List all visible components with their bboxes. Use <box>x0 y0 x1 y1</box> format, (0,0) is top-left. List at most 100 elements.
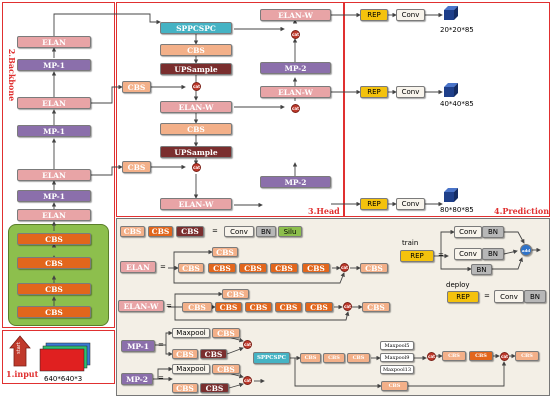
legend-deploy-bn: BN <box>524 290 546 303</box>
legend-train-add: add <box>520 244 532 256</box>
head-sppcspc: SPPCSPC <box>160 22 232 34</box>
legend-train-bn-1: BN <box>482 226 504 238</box>
legend-equals-7: = <box>484 292 490 300</box>
legend-elan-cbs-out: CBS <box>360 263 388 273</box>
backbone-elan-2: ELAN <box>17 169 91 181</box>
backbone-panel <box>2 2 115 328</box>
legend-spp-cat-2: cat <box>500 352 509 361</box>
legend-bn: BN <box>256 226 276 237</box>
legend-equals-3: = <box>166 302 172 310</box>
section-head-label: 3.Head <box>308 206 340 216</box>
legend-elanw-cbs-5: CBS <box>305 302 333 312</box>
legend-conv: Conv <box>224 226 254 237</box>
legend-mp2-cat: cat <box>243 376 252 385</box>
output-cube-icon-1 <box>444 6 458 20</box>
backbone-elan-3: ELAN <box>17 97 91 109</box>
backbone-elan-4: ELAN <box>17 36 91 48</box>
legend-spp-maxpool-9: Maxpool9 <box>380 353 414 362</box>
legend-spp-cbs-bottom: CBS <box>381 381 408 391</box>
output-size-2: 40*40*85 <box>440 100 474 108</box>
cat-node-2: cat <box>192 163 201 172</box>
head-upsample-1: UPSample <box>160 63 232 75</box>
legend-deploy-label: deploy <box>446 281 470 289</box>
legend-rep-deploy: REP <box>447 291 479 303</box>
legend-spp-cbs-final: CBS <box>515 351 539 361</box>
cat-node-4: cat <box>291 104 300 113</box>
legend-equals-1: = <box>212 227 218 235</box>
legend-mp1-cbs-top: CBS <box>212 328 240 338</box>
legend-mp1-cat: cat <box>243 340 252 349</box>
legend-elanw-cbs-4: CBS <box>275 302 302 312</box>
output-size-3: 80*80*85 <box>440 206 474 214</box>
legend-rep-train: REP <box>400 250 434 262</box>
legend-mp2-label: MP-2 <box>121 373 153 385</box>
pred-conv-1: Conv <box>396 9 425 21</box>
pred-rep-3: REP <box>360 198 388 210</box>
backbone-mp1-1: MP-1 <box>17 190 91 202</box>
legend-elan-label: ELAN <box>120 261 156 273</box>
head-lateral-cbs-2: CBS <box>122 161 151 173</box>
head-elanw-3: ELAN-W <box>260 9 331 21</box>
legend-mp1-maxpool: Maxpool <box>172 328 210 338</box>
cat-node-1: cat <box>192 82 201 91</box>
legend-cbs-dark: CBS <box>176 226 204 237</box>
legend-elan-cbs-1: CBS <box>178 263 204 273</box>
legend-elanw-cat: cat <box>343 302 352 311</box>
legend-train-label: train <box>402 239 419 247</box>
legend-mp2-cbs-top: CBS <box>212 364 240 374</box>
output-cube-icon-2 <box>444 83 458 97</box>
legend-elanw-cbs-2: CBS <box>215 302 242 312</box>
pred-conv-3: Conv <box>396 198 425 210</box>
legend-deploy-conv: Conv <box>494 290 524 303</box>
legend-cbs-orange: CBS <box>148 226 173 237</box>
legend-elanw-label: ELAN-W <box>118 300 164 312</box>
pred-rep-1: REP <box>360 9 388 21</box>
legend-spp-cbs-5: CBS <box>469 351 493 361</box>
legend-mp2-cbs-2: CBS <box>200 383 229 393</box>
legend-elan-cat: cat <box>340 263 349 272</box>
legend-spp-cbs-1: CBS <box>300 353 321 363</box>
pred-conv-2: Conv <box>396 86 425 98</box>
legend-train-bn-2: BN <box>482 248 504 260</box>
legend-elanw-cbs-3: CBS <box>245 302 272 312</box>
legend-elan-cbs-5: CBS <box>302 263 330 273</box>
legend-train-conv-2: Conv <box>454 248 482 260</box>
legend-elan-cbs-2: CBS <box>208 263 236 273</box>
legend-elan-cbs-top: CBS <box>212 247 238 257</box>
legend-elanw-cbs-top: CBS <box>222 289 249 299</box>
legend-spp-cbs-2: CBS <box>323 353 345 363</box>
prediction-panel <box>344 2 550 217</box>
legend-mp1-cbs-2: CBS <box>200 349 227 359</box>
legend-equals-6: = <box>438 251 444 259</box>
start-label: start <box>15 342 22 354</box>
legend-spp-cbs-4: CBS <box>442 351 466 361</box>
stem-cbs-1: CBS <box>17 306 91 318</box>
head-elanw-2: ELAN-W <box>160 198 232 210</box>
output-cube-icon-3 <box>444 188 458 202</box>
input-panel <box>2 330 115 384</box>
stem-cbs-4: CBS <box>17 233 91 245</box>
output-size-1: 20*20*85 <box>440 26 474 34</box>
legend-equals-5: = <box>158 374 164 382</box>
head-mp2-2: MP-2 <box>260 176 331 188</box>
legend-mp1-label: MP-1 <box>121 340 155 352</box>
legend-silu: Silu <box>278 226 302 237</box>
legend-spp-cbs-3: CBS <box>347 353 370 363</box>
legend-train-bn-3: BN <box>471 264 492 275</box>
head-panel <box>116 2 344 217</box>
legend-mp2-cbs-1: CBS <box>172 383 198 393</box>
legend-elan-cbs-3: CBS <box>239 263 267 273</box>
legend-equals-4: = <box>158 341 164 349</box>
legend-mp1-cbs-1: CBS <box>172 349 198 359</box>
head-upsample-2: UPSample <box>160 146 232 158</box>
stem-cbs-2: CBS <box>17 283 91 295</box>
input-size-label: 640*640*3 <box>44 375 83 383</box>
head-mp2-1: MP-2 <box>260 62 331 74</box>
legend-train-conv-1: Conv <box>454 226 482 238</box>
legend-cbs-light: CBS <box>120 226 145 237</box>
pred-rep-2: REP <box>360 86 388 98</box>
legend-spp-maxpool-13: Maxpool13 <box>380 365 414 374</box>
legend-elanw-cbs-1: CBS <box>182 302 212 312</box>
legend-elanw-cbs-out: CBS <box>362 302 390 312</box>
head-elanw-1: ELAN-W <box>160 101 232 113</box>
